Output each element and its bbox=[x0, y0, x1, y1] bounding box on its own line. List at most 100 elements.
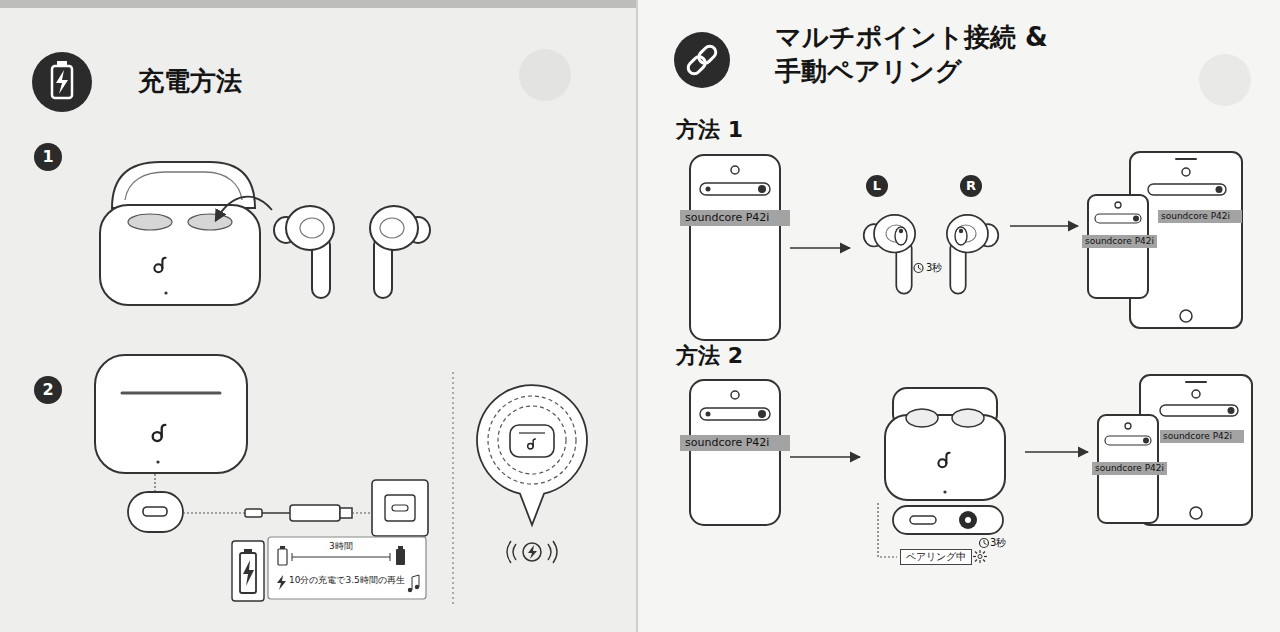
charge-time-box bbox=[292, 553, 293, 561]
device-name-bar: soundcore P42i bbox=[1160, 430, 1244, 443]
earbud-pair bbox=[864, 215, 915, 294]
usb-c-port-callout bbox=[183, 512, 245, 513]
smartphone bbox=[731, 166, 739, 174]
smartphone bbox=[700, 408, 770, 420]
wireless-charging-callout bbox=[528, 545, 537, 559]
earbud-pair bbox=[370, 206, 430, 298]
smartphone bbox=[758, 185, 766, 193]
flow-arrow bbox=[1010, 225, 1078, 227]
earbud-pair bbox=[864, 215, 999, 294]
spec-note: 3時間 bbox=[329, 541, 353, 552]
side-marker: L bbox=[866, 175, 888, 197]
closed-case bbox=[95, 355, 247, 473]
side-marker: R bbox=[960, 175, 982, 197]
separator bbox=[453, 372, 454, 605]
charging-case bbox=[978, 555, 982, 559]
charging-battery-icon bbox=[244, 549, 252, 553]
step-number: 2 bbox=[34, 376, 62, 404]
usb-cable bbox=[262, 512, 290, 514]
usb-cable bbox=[245, 509, 262, 517]
spec-note: 10分の充電で3.5時間の再生 bbox=[289, 575, 405, 586]
charging-case bbox=[943, 490, 946, 493]
earbud-pair bbox=[919, 265, 922, 270]
usb-cable bbox=[245, 505, 372, 521]
usb-c-port-callout bbox=[128, 474, 245, 532]
wireless-charging-callout bbox=[548, 544, 551, 560]
earbud-pair bbox=[895, 227, 907, 245]
charging-case bbox=[885, 415, 1005, 500]
closed-case bbox=[122, 392, 220, 395]
link-icon bbox=[674, 32, 730, 88]
charging-case bbox=[984, 540, 987, 545]
paper bbox=[1199, 54, 1251, 106]
device-name-bar: soundcore P42i bbox=[1092, 462, 1167, 475]
tablet bbox=[1192, 390, 1200, 398]
usb-c-port-callout bbox=[154, 474, 155, 492]
tablet bbox=[1148, 184, 1226, 195]
paper bbox=[519, 49, 571, 101]
tablet bbox=[1176, 158, 1196, 160]
tablet bbox=[1182, 168, 1190, 176]
charging-case bbox=[965, 517, 971, 523]
closed-case bbox=[95, 355, 247, 473]
smartphone bbox=[706, 187, 711, 192]
earbud-pair bbox=[370, 206, 430, 298]
charging-case bbox=[893, 506, 1003, 534]
earbud-pair bbox=[274, 206, 430, 298]
tablet bbox=[1228, 407, 1235, 414]
status-indicator: ペアリング中 bbox=[900, 549, 972, 565]
usb-cable bbox=[290, 505, 340, 521]
paper bbox=[636, 0, 638, 632]
device-figure: soundcore P42i bbox=[690, 155, 780, 340]
charge-time-box bbox=[396, 549, 405, 565]
earbud-pair bbox=[959, 229, 963, 233]
device-name-bar: soundcore P42i bbox=[680, 210, 790, 226]
charging-case bbox=[938, 453, 949, 467]
open-case bbox=[188, 214, 232, 230]
smartphone bbox=[706, 412, 711, 417]
paper bbox=[637, 0, 1280, 632]
battery-icon bbox=[32, 52, 92, 112]
wireless-charging-callout bbox=[553, 541, 557, 563]
smartphone bbox=[690, 155, 780, 340]
wireless-charging-callout bbox=[507, 541, 511, 563]
earbud-pair bbox=[274, 206, 334, 298]
closed-case bbox=[153, 425, 166, 441]
smartphone bbox=[690, 380, 780, 525]
charging-case bbox=[906, 409, 938, 427]
earbud-pair bbox=[914, 264, 923, 273]
smartphone bbox=[758, 410, 766, 418]
tablet bbox=[1216, 186, 1223, 193]
smartphone bbox=[1125, 423, 1131, 429]
method-heading: 方法 2 bbox=[676, 342, 743, 370]
method-heading: 方法 1 bbox=[676, 116, 743, 144]
usb-c-port-callout bbox=[128, 492, 183, 532]
smartphone bbox=[731, 391, 739, 399]
usb-cable bbox=[352, 512, 372, 513]
charge-time-box bbox=[398, 546, 403, 549]
charging-case bbox=[975, 552, 977, 554]
smartphone bbox=[1133, 216, 1139, 222]
charger-adapter bbox=[372, 480, 428, 536]
earbud-pair bbox=[947, 215, 998, 294]
insert-arrow bbox=[216, 197, 272, 220]
step-number: 1 bbox=[34, 143, 62, 171]
charge-time-box bbox=[415, 585, 419, 589]
flow-arrow bbox=[1025, 451, 1088, 453]
charging-case bbox=[984, 556, 987, 557]
tablet bbox=[1190, 507, 1202, 519]
link-icon bbox=[696, 44, 718, 66]
smartphone bbox=[690, 155, 780, 340]
charge-time-box bbox=[268, 537, 426, 599]
device-figure: LR3秒 bbox=[860, 172, 1000, 305]
hold-time: 3秒 bbox=[990, 537, 1006, 549]
earbud-pair bbox=[947, 215, 998, 294]
charger-adapter bbox=[385, 495, 415, 521]
charging-battery-icon bbox=[243, 560, 254, 586]
usb-c-port-callout bbox=[143, 507, 167, 516]
flow-arrow bbox=[790, 247, 850, 249]
charging-case bbox=[983, 552, 985, 554]
smartphone bbox=[1143, 438, 1149, 444]
wireless-charging-callout bbox=[477, 385, 587, 563]
wireless-charging-callout bbox=[510, 425, 554, 457]
